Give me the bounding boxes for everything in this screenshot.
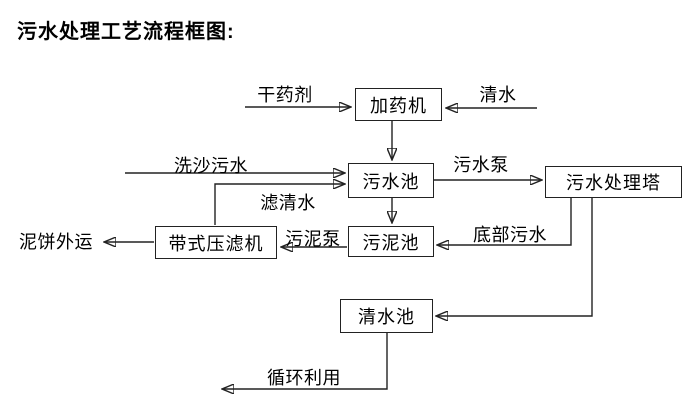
node-treatment-tower: 污水处理塔 bbox=[545, 166, 682, 198]
edge-label-recycle-use: 循环利用 bbox=[267, 368, 341, 388]
edge-label-clean-water: 清水 bbox=[479, 85, 517, 105]
edge-label-sand-washing-sewage: 洗沙污水 bbox=[174, 156, 248, 176]
arrow-clean-pool-recycle bbox=[223, 333, 388, 389]
diagram-title: 污水处理工艺流程框图: bbox=[17, 21, 235, 43]
node-sewage-pool: 污水池 bbox=[348, 163, 434, 198]
arrow-filtered-water-to-sewage-pool bbox=[214, 184, 344, 225]
node-sludge-pool: 污泥池 bbox=[348, 226, 434, 257]
arrow-tower-to-clean-pool bbox=[437, 198, 593, 316]
arrow-tower-to-sludge-pool bbox=[438, 198, 572, 245]
edge-label-dry-agent: 干药剂 bbox=[257, 85, 313, 105]
edge-label-mud-cake-out: 泥饼外运 bbox=[19, 232, 93, 252]
node-dosing-machine: 加药机 bbox=[355, 88, 442, 121]
node-clean-water-pool: 清水池 bbox=[340, 299, 433, 333]
edge-label-sludge-pump: 污泥泵 bbox=[285, 229, 341, 249]
node-belt-filter-press: 带式压滤机 bbox=[155, 226, 277, 259]
edge-label-sewage-pump: 污水泵 bbox=[453, 155, 509, 175]
edge-label-bottom-sewage: 底部污水 bbox=[473, 225, 547, 245]
edge-label-filtered-clean-water: 滤清水 bbox=[260, 193, 316, 213]
